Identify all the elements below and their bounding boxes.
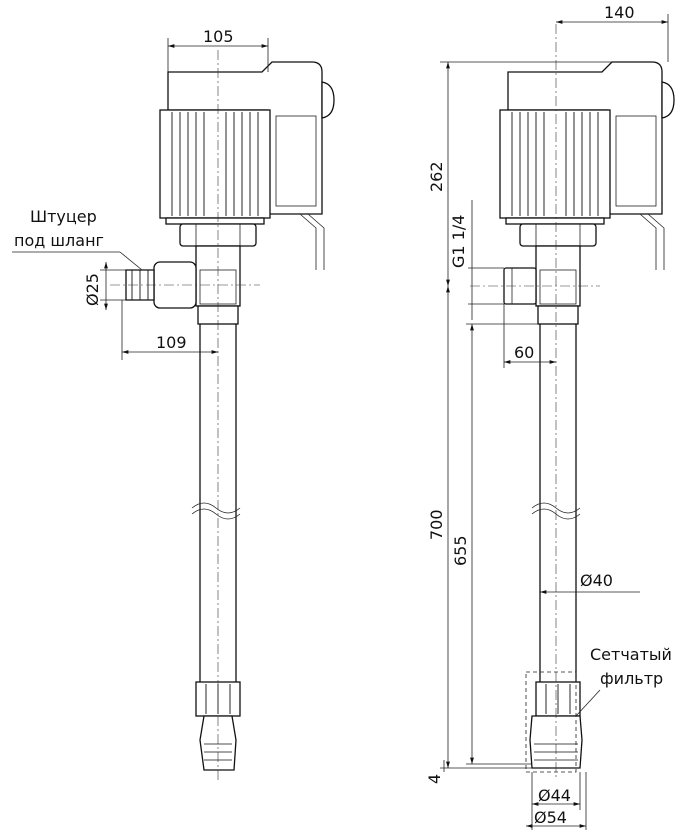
left-dim-offset: 109 xyxy=(121,300,218,360)
right-dim-motor-height: 262 xyxy=(427,61,612,286)
hose-callout-line1: Штуцер xyxy=(30,207,97,226)
left-motor-housing xyxy=(159,61,335,270)
immersion-length-value: 655 xyxy=(451,535,470,566)
hose-callout-line2: под шланг xyxy=(14,231,104,250)
left-dim-hose-diameter: Ø25 xyxy=(83,262,126,310)
offset-value: 109 xyxy=(156,333,187,352)
total-length-value: 700 xyxy=(427,509,446,540)
gap-value: 4 xyxy=(425,774,444,784)
left-dim-width: 105 xyxy=(167,27,269,72)
filter-callout-line2: фильтр xyxy=(600,669,663,688)
right-pump-view: 140 262 G1 1/4 60 700 xyxy=(425,3,675,830)
motor-height-value: 262 xyxy=(427,161,446,192)
right-outlet-body xyxy=(470,245,600,307)
filter-callout-line1: Сетчатый xyxy=(590,645,672,664)
left-outlet-body xyxy=(110,245,260,309)
right-dim-gap: 4 xyxy=(425,760,445,784)
left-pump-tube xyxy=(191,305,241,682)
right-dim-outlet-offset: 60 xyxy=(503,304,556,368)
foot-inner-diameter-value: Ø44 xyxy=(538,786,571,805)
right-dim-thread: G1 1/4 xyxy=(449,200,504,320)
right-dim-foot-diameters: Ø44 Ø54 xyxy=(526,772,587,830)
right-dim-immersion-length: 655 xyxy=(451,323,538,765)
right-dim-total-length: 700 xyxy=(427,286,532,769)
right-union-nut xyxy=(519,223,597,247)
right-dim-width: 140 xyxy=(556,3,669,62)
left-width-value: 105 xyxy=(203,27,234,46)
outlet-offset-value: 60 xyxy=(514,343,534,362)
right-pump-tube xyxy=(531,305,581,682)
right-width-value: 140 xyxy=(604,3,635,22)
foot-outer-diameter-value: Ø54 xyxy=(534,808,567,827)
tube-diameter-value: Ø40 xyxy=(580,571,613,590)
hose-diameter-value: Ø25 xyxy=(83,273,102,306)
right-filter-callout: Сетчатый фильтр xyxy=(575,645,672,717)
left-hose-callout: Штуцер под шланг xyxy=(12,207,143,271)
left-pump-view: 105 Штуцер под шланг Ø25 109 xyxy=(12,27,335,780)
right-dim-tube-diameter: Ø40 xyxy=(540,571,640,594)
right-pump-foot xyxy=(525,671,583,773)
thread-value: G1 1/4 xyxy=(449,215,468,268)
right-motor-housing xyxy=(499,61,675,270)
